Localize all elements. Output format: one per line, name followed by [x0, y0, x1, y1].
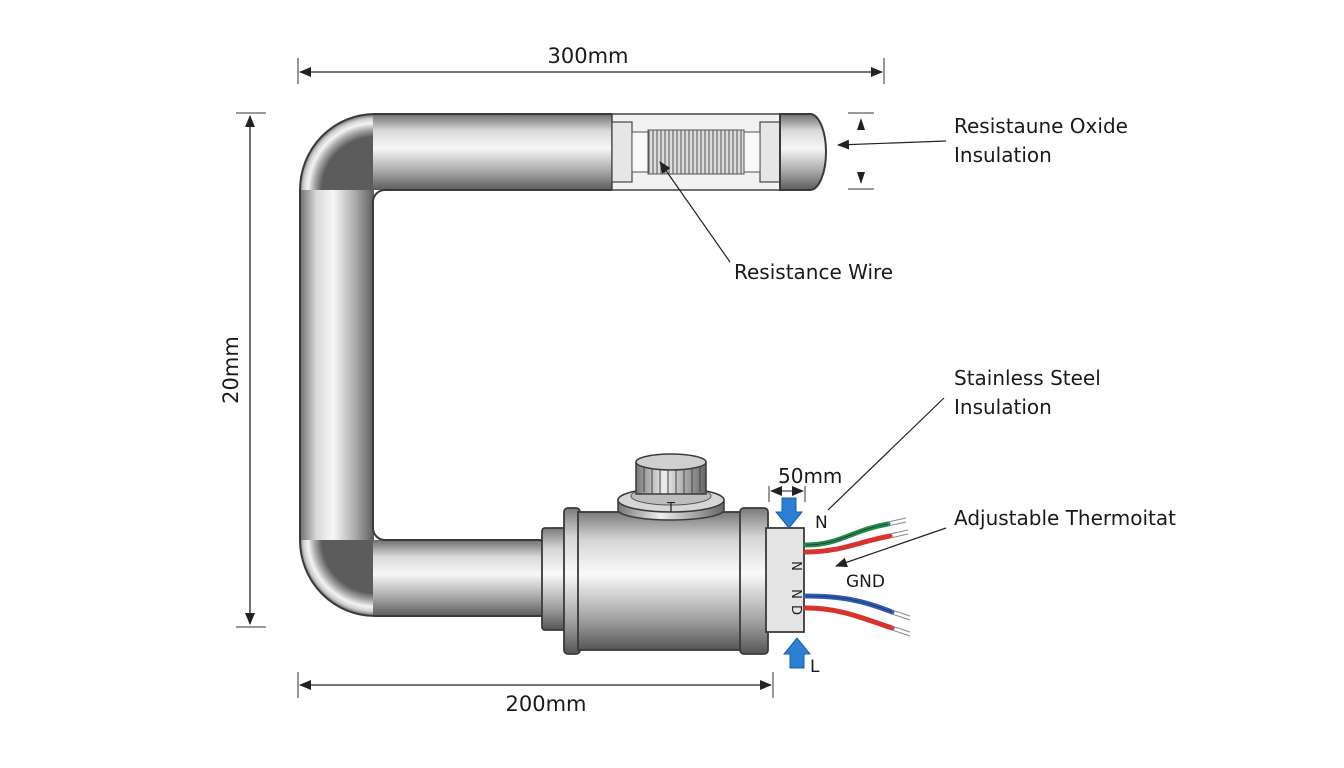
live-arrow-icon: [782, 637, 812, 669]
terminal-mark-2: N: [788, 589, 803, 599]
terminal-mark-3: D: [788, 605, 803, 615]
thermostat-knob[interactable]: T: [617, 453, 725, 521]
neutral-label: N: [815, 513, 828, 533]
gnd-label: GND: [846, 572, 885, 592]
oxide-insulation-label-line1: Resistaune Oxide: [954, 114, 1128, 138]
knob-mark: T: [666, 501, 675, 516]
lead-wires: [803, 517, 911, 637]
stainless-steel-label-line1: Stainless Steel: [954, 366, 1101, 390]
bottom-length-label: 200mm: [506, 692, 587, 716]
thermostat-label: Adjustable Thermoitat: [954, 506, 1176, 530]
leader-lines: [659, 139, 947, 568]
stainless-steel-label-line2: Insulation: [954, 395, 1052, 419]
tube-end-cap: [779, 113, 827, 191]
cutaway-section: [611, 113, 827, 191]
diameter-marks: [848, 112, 874, 190]
terminal-width-dimension: 50mm: [768, 464, 842, 502]
thermostat-housing: N N D: [541, 507, 805, 655]
height-label: 20mm: [219, 336, 243, 404]
top-length-dimension: 300mm: [297, 44, 885, 84]
red-wire-bottom: [803, 605, 895, 631]
height-dimension: 20mm: [219, 112, 266, 628]
oxide-insulation-label-line2: Insulation: [954, 143, 1052, 167]
heater-tube: [299, 113, 613, 617]
terminal-mark-1: N: [788, 561, 803, 571]
resistance-coil: [647, 129, 745, 175]
neutral-arrow-icon: [774, 497, 804, 529]
top-length-label: 300mm: [548, 44, 629, 68]
live-label: L: [810, 657, 820, 677]
red-wire-top: [803, 533, 893, 555]
terminal-block: [765, 527, 805, 633]
terminal-width-label: 50mm: [778, 464, 842, 488]
resistance-wire-label: Resistance Wire: [734, 260, 893, 284]
bottom-length-dimension: 200mm: [297, 672, 774, 716]
